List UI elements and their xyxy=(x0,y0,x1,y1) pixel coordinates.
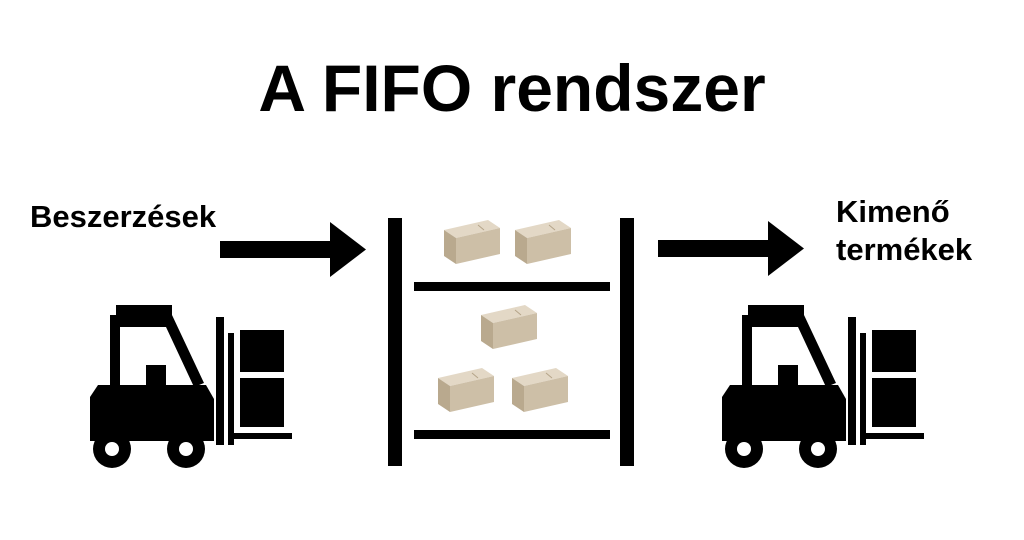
outbound-label-line-1: Kimenő xyxy=(836,194,950,229)
outbound-arrow-icon xyxy=(658,221,804,276)
cardboard-box-icon xyxy=(480,304,538,350)
load-box-icon xyxy=(240,330,284,372)
shelf-boxes xyxy=(437,219,572,413)
cardboard-box-icon xyxy=(511,367,569,413)
load-box-icon xyxy=(872,378,916,427)
page-title: A FIFO rendszer xyxy=(258,51,766,125)
load-box-icon xyxy=(872,330,916,372)
cardboard-box-icon xyxy=(514,219,572,265)
shelf-rack-icon xyxy=(388,218,634,466)
cardboard-box-icon xyxy=(443,219,501,265)
outbound-forklift xyxy=(722,305,924,468)
inbound-arrow-icon xyxy=(220,222,366,277)
load-box-icon xyxy=(240,378,284,427)
outbound-label-line-2: termékek xyxy=(836,232,973,267)
cardboard-box-icon xyxy=(437,367,495,413)
inbound-label: Beszerzések xyxy=(30,199,217,234)
inbound-forklift xyxy=(90,305,292,468)
outbound-label: Kimenő termékek xyxy=(836,193,972,269)
